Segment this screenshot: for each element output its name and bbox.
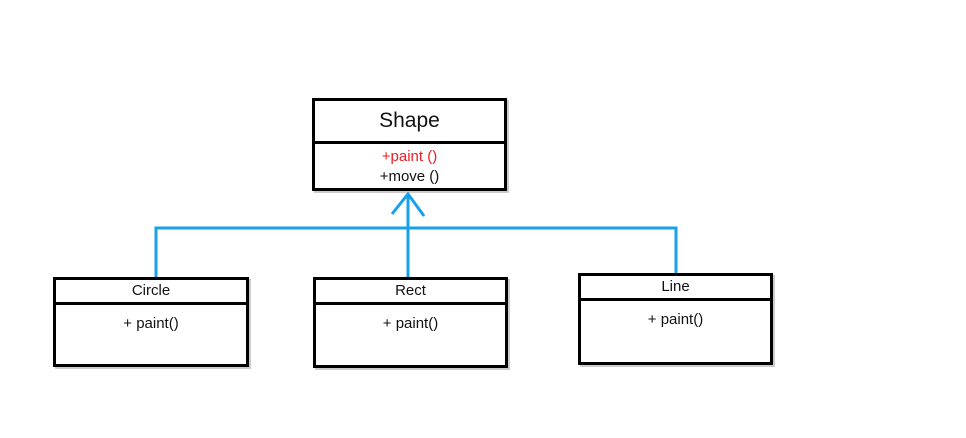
method-circle-paint: + paint() (123, 315, 179, 332)
method-rect-paint: + paint() (382, 315, 439, 332)
class-title-line: Line (581, 276, 770, 301)
class-box-line: Line + paint() (578, 273, 773, 365)
class-box-rect: Rect + paint() (313, 277, 508, 368)
connector-branch-line (154, 226, 678, 277)
class-title-shape: Shape (315, 101, 504, 144)
class-methods-shape: +paint () +move () (315, 144, 504, 187)
class-title-rect: Rect (316, 280, 505, 305)
method-shape-paint: +paint () (381, 148, 438, 165)
class-methods-rect: + paint() (316, 305, 505, 334)
inheritance-arrowhead-icon (390, 191, 426, 217)
class-methods-circle: + paint() (56, 305, 246, 334)
class-box-shape: Shape +paint () +move () (312, 98, 507, 191)
class-methods-line: + paint() (581, 301, 770, 330)
method-line-paint: + paint() (647, 311, 704, 328)
class-title-circle: Circle (56, 280, 246, 305)
method-shape-move: +move () (379, 168, 440, 185)
class-box-circle: Circle + paint() (53, 277, 249, 367)
